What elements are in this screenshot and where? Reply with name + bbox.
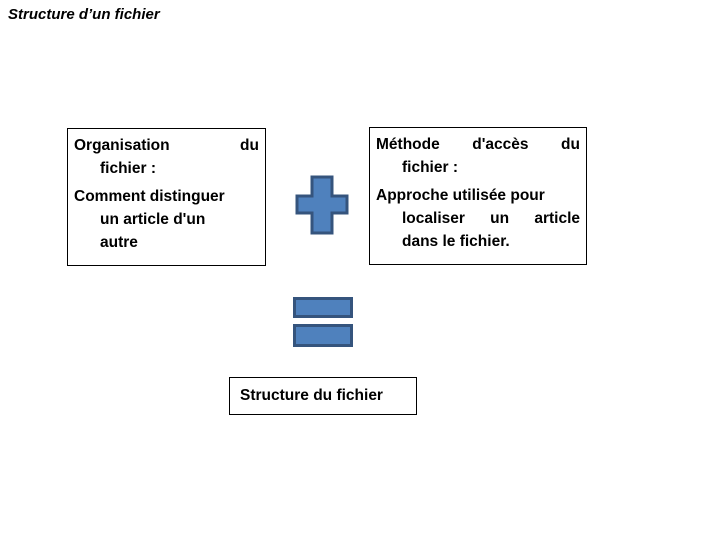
result-box: Structure du fichier	[229, 377, 417, 415]
plus-icon-shape	[295, 175, 349, 235]
text-line: dans le fichier.	[402, 233, 510, 250]
text-line: Organisation du	[74, 137, 259, 154]
equals-top-bar	[293, 297, 353, 318]
organisation-box: Organisation du fichier : Comment distingu…	[67, 128, 266, 266]
slide-title: Structure d’un fichier	[8, 6, 160, 23]
text-line: fichier :	[402, 159, 458, 176]
text-line: Comment distinguer	[74, 188, 225, 205]
text-line: localiser un article	[402, 210, 580, 227]
text-line: autre	[100, 234, 138, 251]
equals-bottom-bar	[293, 324, 353, 347]
text-line: Méthode d'accès du	[376, 136, 580, 153]
result-box-label: Structure du fichier	[240, 387, 383, 404]
methode-acces-box: Méthode d'accès du fichier : Approche util…	[369, 127, 587, 265]
text-line: Approche utilisée pour	[376, 187, 545, 204]
plus-icon	[295, 175, 349, 235]
equals-icon	[293, 297, 353, 347]
text-line: fichier :	[100, 160, 156, 177]
text-line: un article d'un	[100, 211, 206, 228]
